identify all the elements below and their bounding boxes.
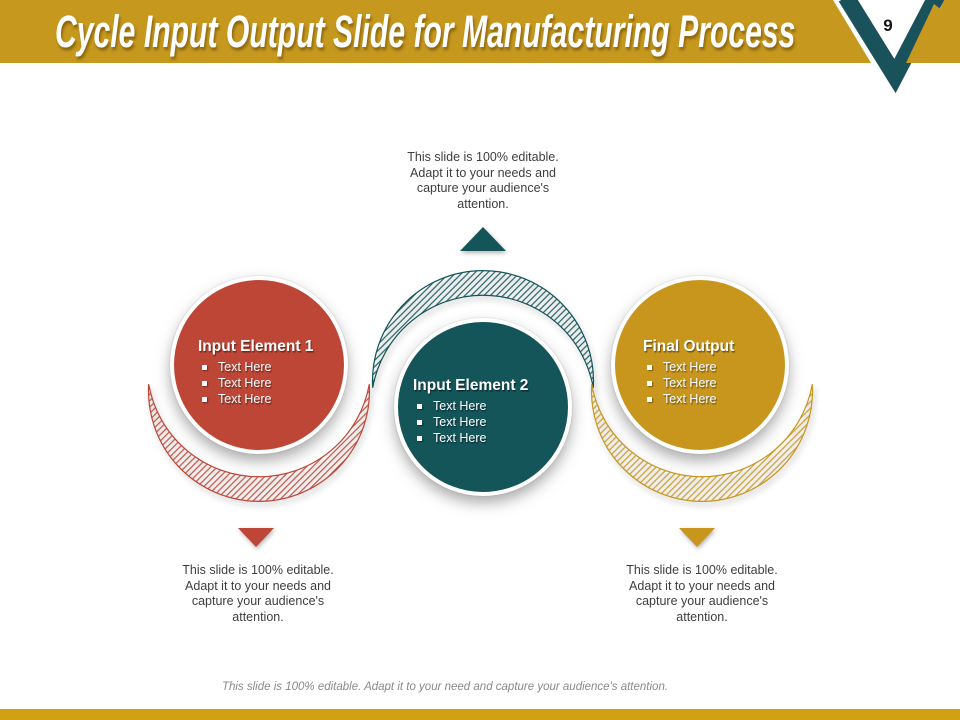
slide-title[interactable]: Cycle Input Output Slide for Manufacturi…: [55, 6, 796, 57]
bullet-text: Text Here: [663, 360, 717, 374]
corner-gold-shape: [906, 4, 960, 63]
bullet-square-icon: [417, 435, 422, 441]
note-line: attention.: [457, 196, 509, 211]
bullet-list: Text Here Text Here Text Here: [198, 359, 313, 407]
arrow-up-icon[interactable]: [460, 227, 506, 251]
cycle-arc-red[interactable]: [147, 384, 371, 502]
bullet-text: Text Here: [433, 431, 487, 445]
note-line: attention.: [232, 609, 284, 624]
circle-title: Input Element 1: [198, 338, 314, 355]
checkmark-icon: [838, 0, 945, 94]
bullet-text: Text Here: [218, 392, 272, 406]
page-number: 9: [883, 16, 893, 35]
header-corner-decoration: [833, 0, 960, 106]
note-line: This slide is 100% editable.: [407, 150, 559, 164]
note-line: capture your audience's: [635, 594, 769, 608]
note-line: Adapt it to your needs and: [185, 578, 331, 593]
circle-input-element-2[interactable]: Input Element 2 Text Here Text Here Text…: [394, 318, 572, 496]
bullet-text: Text Here: [433, 399, 487, 413]
footer-note: This slide is 100% editable. Adapt it to…: [221, 681, 669, 693]
bullet-item[interactable]: Text Here: [417, 414, 528, 430]
bullet-square-icon: [647, 396, 652, 402]
note-line: attention.: [676, 609, 728, 624]
bullet-list: Text Here Text Here Text Here: [413, 398, 528, 446]
bullet-square-icon: [647, 364, 652, 370]
note-bottom-left[interactable]: This slide is 100% editable. Adapt it to…: [153, 563, 363, 625]
bullet-item[interactable]: Text Here: [647, 391, 734, 407]
arrow-down-right-icon[interactable]: [679, 528, 715, 547]
bullet-square-icon: [202, 380, 207, 386]
bullet-item[interactable]: Text Here: [417, 430, 528, 446]
bullet-square-icon: [202, 364, 207, 370]
circle-input-element-1[interactable]: Input Element 1 Text Here Text Here Text…: [170, 276, 348, 454]
bottom-bar: [0, 709, 960, 720]
note-line: Adapt it to your needs and: [629, 578, 775, 593]
note-line: This slide is 100% editable.: [626, 563, 778, 577]
bullet-square-icon: [647, 380, 652, 386]
note-top-center[interactable]: This slide is 100% editable. Adapt it to…: [378, 150, 588, 212]
cycle-arc-gold[interactable]: [590, 384, 814, 502]
bullet-item[interactable]: Text Here: [202, 359, 313, 375]
bullet-item[interactable]: Text Here: [417, 398, 528, 414]
header-bar: [0, 0, 960, 63]
note-bottom-right[interactable]: This slide is 100% editable. Adapt it to…: [597, 563, 807, 625]
circle-title: Final Output: [643, 338, 735, 355]
bullet-item[interactable]: Text Here: [647, 359, 734, 375]
bullet-square-icon: [417, 419, 422, 425]
bullet-text: Text Here: [663, 392, 717, 406]
circle-final-output[interactable]: Final Output Text Here Text Here Text He…: [611, 276, 789, 454]
bullet-item[interactable]: Text Here: [647, 375, 734, 391]
note-line: This slide is 100% editable.: [182, 563, 334, 577]
bullet-text: Text Here: [433, 415, 487, 429]
note-line: Adapt it to your needs and: [410, 165, 556, 180]
note-line: capture your audience's: [416, 181, 550, 195]
arrow-down-left-icon[interactable]: [238, 528, 274, 547]
bullet-text: Text Here: [663, 376, 717, 390]
bullet-list: Text Here Text Here Text Here: [643, 359, 734, 407]
note-line: capture your audience's: [191, 594, 325, 608]
bullet-item[interactable]: Text Here: [202, 391, 313, 407]
cycle-arc-teal[interactable]: [371, 270, 595, 388]
bullet-text: Text Here: [218, 376, 272, 390]
bullet-square-icon: [202, 396, 207, 402]
bullet-text: Text Here: [218, 360, 272, 374]
bullet-square-icon: [417, 403, 422, 409]
circle-title: Input Element 2: [413, 377, 529, 394]
bullet-item[interactable]: Text Here: [202, 375, 313, 391]
